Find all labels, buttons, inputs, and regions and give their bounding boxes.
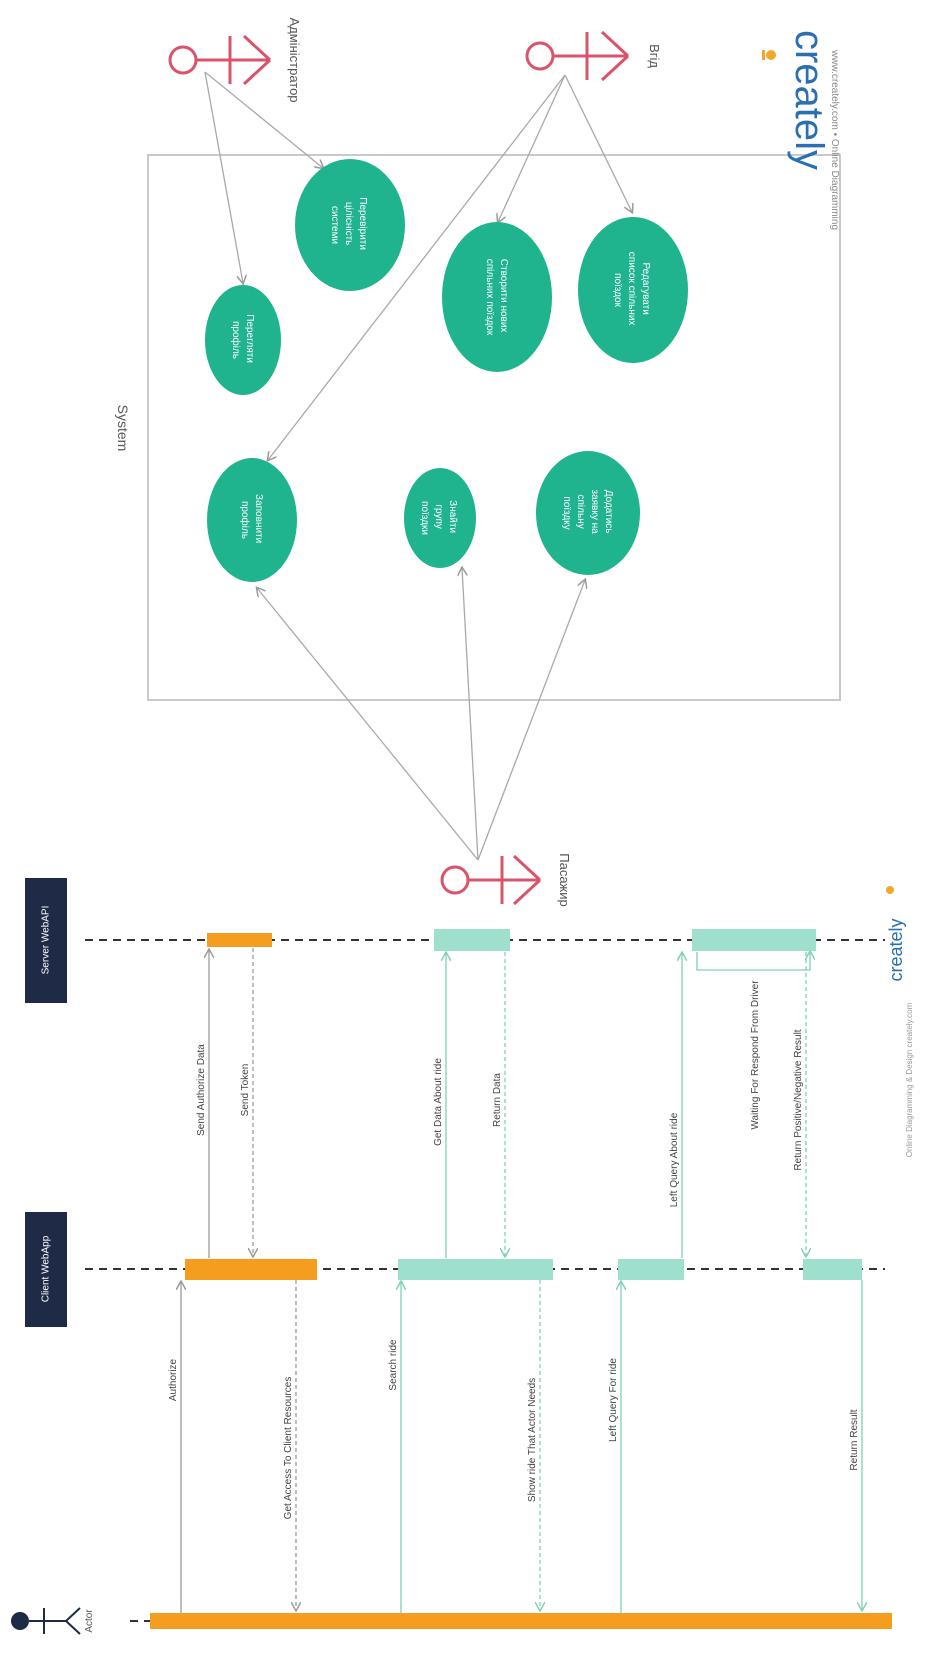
use-case-uc3: Створити нових спільних поїздок — [442, 222, 552, 372]
actor-label-admin: Адміністратор — [287, 17, 302, 102]
svg-text:Створити нових спільни: Створити нових спільних поїздок — [484, 259, 509, 336]
use-case-uc1: Перегляти профіль — [205, 285, 281, 395]
msg-left-query-about: Left Query About ride — [669, 1112, 680, 1207]
uc1-line: Перегляти — [244, 314, 255, 363]
msg-waiting: Waiting For Respond From Driver — [750, 980, 761, 1130]
msg-get-data: Get Data About ride — [433, 1058, 444, 1146]
lifeline-label-server: Server WebAPI — [41, 906, 52, 975]
uc3-line: спільних поїздок — [484, 259, 495, 336]
uc4-line: Редагувати — [640, 262, 651, 314]
msg-search: Search ride — [388, 1339, 399, 1391]
uc7-line: Додатись — [603, 490, 614, 534]
system-boundary — [147, 154, 841, 701]
uc7-line: спільну — [575, 495, 586, 529]
use-case-uc2: Перевірити цілісність системи — [295, 159, 405, 291]
uc2-line: системи — [329, 206, 340, 244]
actor-passenger: Пасажир — [440, 853, 572, 907]
msg-return-pos-neg: Return Positive/Negative Result — [793, 1029, 804, 1170]
use-case-uc7: Додатись заявку на спільну поїздку — [536, 451, 640, 575]
msg-send-token: Send Token — [240, 1064, 251, 1117]
client-activation-auth — [185, 1259, 317, 1280]
server-activation-wait — [692, 929, 816, 951]
creately-brand-url: www.creately.com • Online Diagramming — [829, 49, 840, 230]
uc5-line: профіль — [239, 501, 251, 539]
footer-brand-word: creately — [886, 918, 906, 981]
msg-return-data: Return Data — [492, 1073, 503, 1127]
actor-icon: Actor — [11, 1607, 95, 1635]
uc2-line: Перевірити — [357, 197, 368, 250]
client-activation-result — [803, 1259, 862, 1280]
uc6-line: групу — [433, 504, 444, 529]
actor-label-guide: Вгід — [647, 44, 662, 68]
lifeline-header-server — [25, 878, 67, 1003]
uc3-line: Створити нових — [498, 259, 509, 333]
uc2-line: цілісність — [343, 202, 354, 246]
associations — [204, 71, 632, 861]
svg-text:Редагувати список спіл: Редагувати список спільних поїздок — [612, 252, 651, 328]
lifeline-label-client: Client WebApp — [41, 1235, 52, 1302]
uc4-line: список спільних — [626, 252, 637, 326]
msg-show: Show ride That Actor Needs — [527, 1378, 538, 1502]
msg-authorize: Authorize — [168, 1358, 179, 1401]
uc6-line: поїздки — [419, 501, 430, 535]
use-case-uc6: Знайти групу поїздки — [404, 468, 476, 568]
msg-left-query-for: Left Query For ride — [608, 1358, 619, 1442]
use-case-uc4: Редагувати список спільних поїздок — [578, 217, 688, 363]
svg-text:Заповнити профіль: Заповнити профіль — [239, 494, 264, 546]
use-case-diagram: System Адміністратор Вгід Пасажир — [115, 17, 841, 907]
msg-return-result: Return Result — [849, 1409, 860, 1470]
server-activation-data — [434, 929, 510, 951]
uc7-line: заявку на — [589, 489, 600, 534]
use-case-uc5: Заповнити профіль — [207, 458, 297, 582]
uc1-line: профіль — [230, 321, 242, 359]
uc7-line: поїздку — [561, 496, 572, 529]
footer-creately: creately Online Diagramming & Design cre… — [886, 886, 914, 1157]
actor-label: Actor — [84, 1609, 95, 1633]
actor-activation — [150, 1613, 892, 1629]
server-activation-auth — [207, 933, 272, 947]
msg-get-access: Get Access To Client Resources — [283, 1377, 294, 1520]
client-activation-query — [618, 1259, 684, 1280]
uc6-line: Знайти — [447, 500, 458, 533]
footer-text: Online Diagramming & Design creately.com — [905, 1002, 914, 1157]
svg-text:Знайти групу п: Знайти групу поїздки — [419, 500, 458, 536]
creately-brand-word: creately — [787, 30, 831, 170]
creately-logo: creately www.creately.com • Online Diagr… — [762, 30, 840, 230]
lifeline-header-client — [25, 1212, 67, 1327]
svg-text:Додатись заявку на: Додатись заявку на спільну поїздку — [561, 489, 614, 536]
sequence-diagram: Client WebApp Server WebAPI Actor Author — [11, 878, 914, 1635]
svg-text:Перегляти профіль: Перегляти профіль — [230, 314, 255, 366]
actor-label-passenger: Пасажир — [557, 853, 572, 907]
client-activation-search — [398, 1259, 553, 1280]
msg-send-auth: Send Authorize Data — [196, 1044, 207, 1136]
system-label: System — [115, 405, 131, 452]
actor-guide: Вгід — [525, 30, 662, 82]
uc4-line: поїздок — [612, 273, 623, 308]
uc5-line: Заповнити — [253, 494, 264, 543]
actor-admin: Адміністратор — [168, 17, 302, 103]
svg-text:Перевірити цілісність: Перевірити цілісність системи — [329, 197, 368, 253]
